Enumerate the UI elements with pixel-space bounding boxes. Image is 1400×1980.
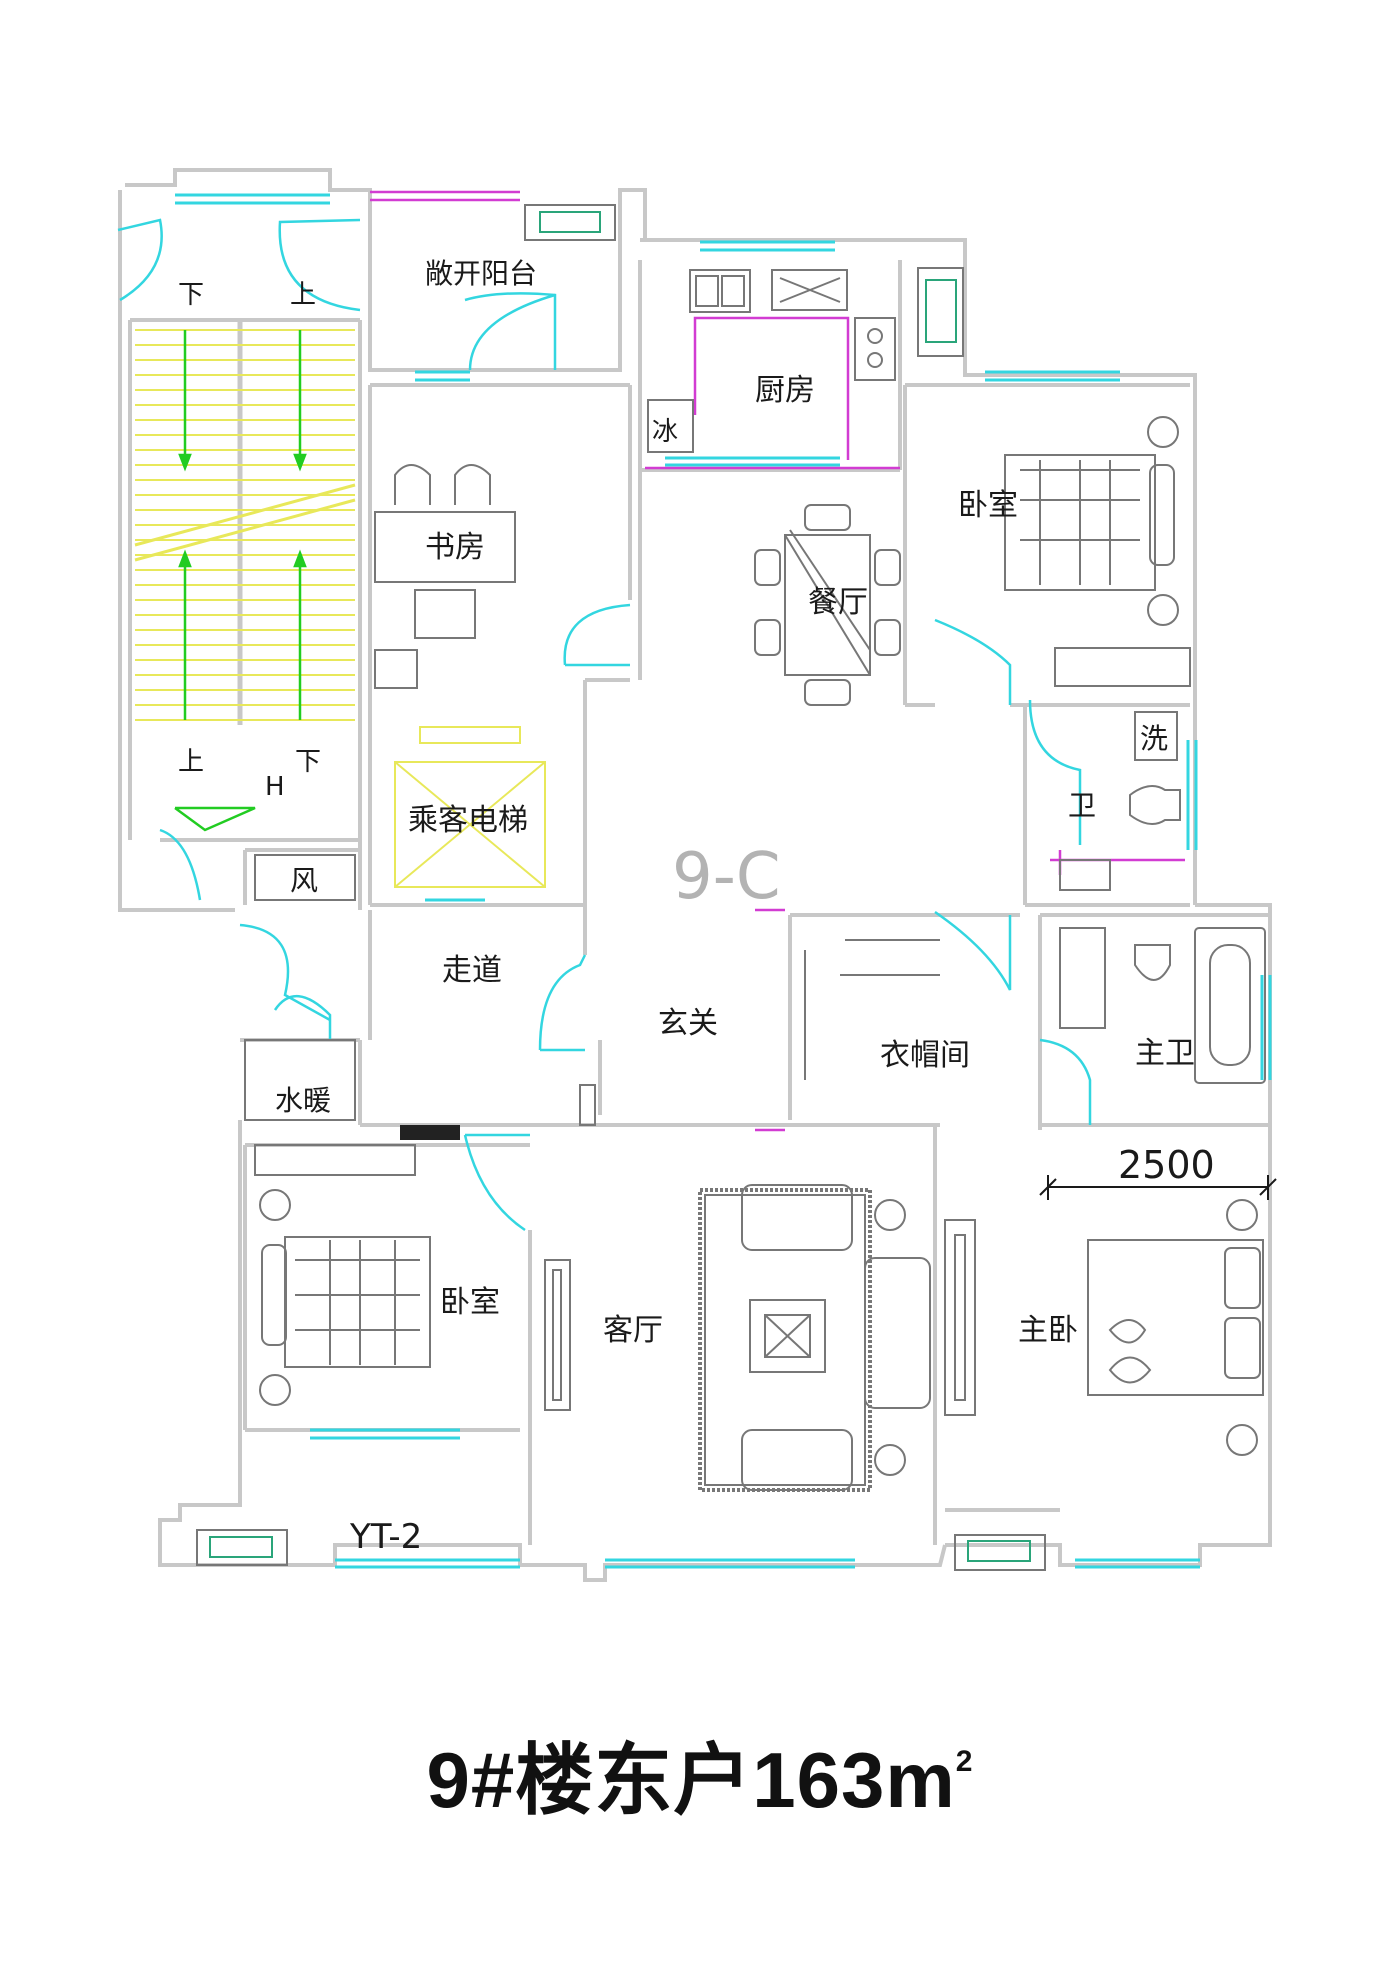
room-master-bedroom: 主卧 — [1018, 1313, 1078, 1348]
labels: 下 上 上 下 H 敞开阳台 厨房 冰 卧室 书房 餐厅 洗 卫 乘客电梯 风 … — [178, 257, 1215, 1557]
stair-label-down-bottom: 下 — [295, 747, 321, 777]
room-corridor: 走道 — [442, 953, 502, 988]
room-kitchen: 厨房 — [755, 373, 815, 408]
dimension-line — [1039, 1175, 1277, 1200]
room-laundry: 洗 — [1140, 722, 1168, 755]
walls — [118, 168, 1272, 1582]
room-air-shaft: 风 — [290, 864, 318, 897]
plan-caption: 9#楼东户163m2 — [0, 1718, 1400, 1830]
room-bathroom: 卫 — [1068, 789, 1096, 822]
stair-treads — [134, 329, 356, 721]
room-master-bath: 主卫 — [1135, 1036, 1195, 1071]
furniture — [196, 204, 1266, 1571]
stair-height-mark: H — [265, 772, 285, 802]
unit-code: 9-C — [672, 840, 781, 914]
stair-arrows — [174, 330, 307, 832]
room-living: 客厅 — [603, 1313, 663, 1348]
caption-superscript: 2 — [955, 1745, 974, 1778]
room-bedroom-sw: 卧室 — [440, 1285, 500, 1320]
caption-main: 9#楼东户163m — [426, 1736, 956, 1824]
room-dining: 餐厅 — [808, 585, 868, 620]
room-foyer: 玄关 — [658, 1006, 718, 1041]
stair-label-down-top: 下 — [178, 280, 204, 310]
room-fridge: 冰 — [652, 417, 678, 447]
room-study: 书房 — [425, 530, 485, 565]
stair-label-up-bottom: 上 — [178, 747, 204, 777]
room-bedroom-ne: 卧室 — [958, 488, 1018, 523]
room-cloakroom: 衣帽间 — [880, 1038, 970, 1073]
stair-label-up-top: 上 — [290, 280, 316, 310]
doors — [117, 218, 1092, 1232]
room-elevator: 乘客电梯 — [408, 803, 528, 838]
magenta-lines — [370, 190, 1185, 1132]
windows — [175, 193, 1272, 1569]
balcony-code: YT-2 — [349, 1517, 422, 1557]
room-open-balcony: 敞开阳台 — [425, 257, 537, 290]
dimension-value: 2500 — [1118, 1143, 1215, 1187]
room-utility-shaft: 水暖 — [275, 1084, 331, 1117]
